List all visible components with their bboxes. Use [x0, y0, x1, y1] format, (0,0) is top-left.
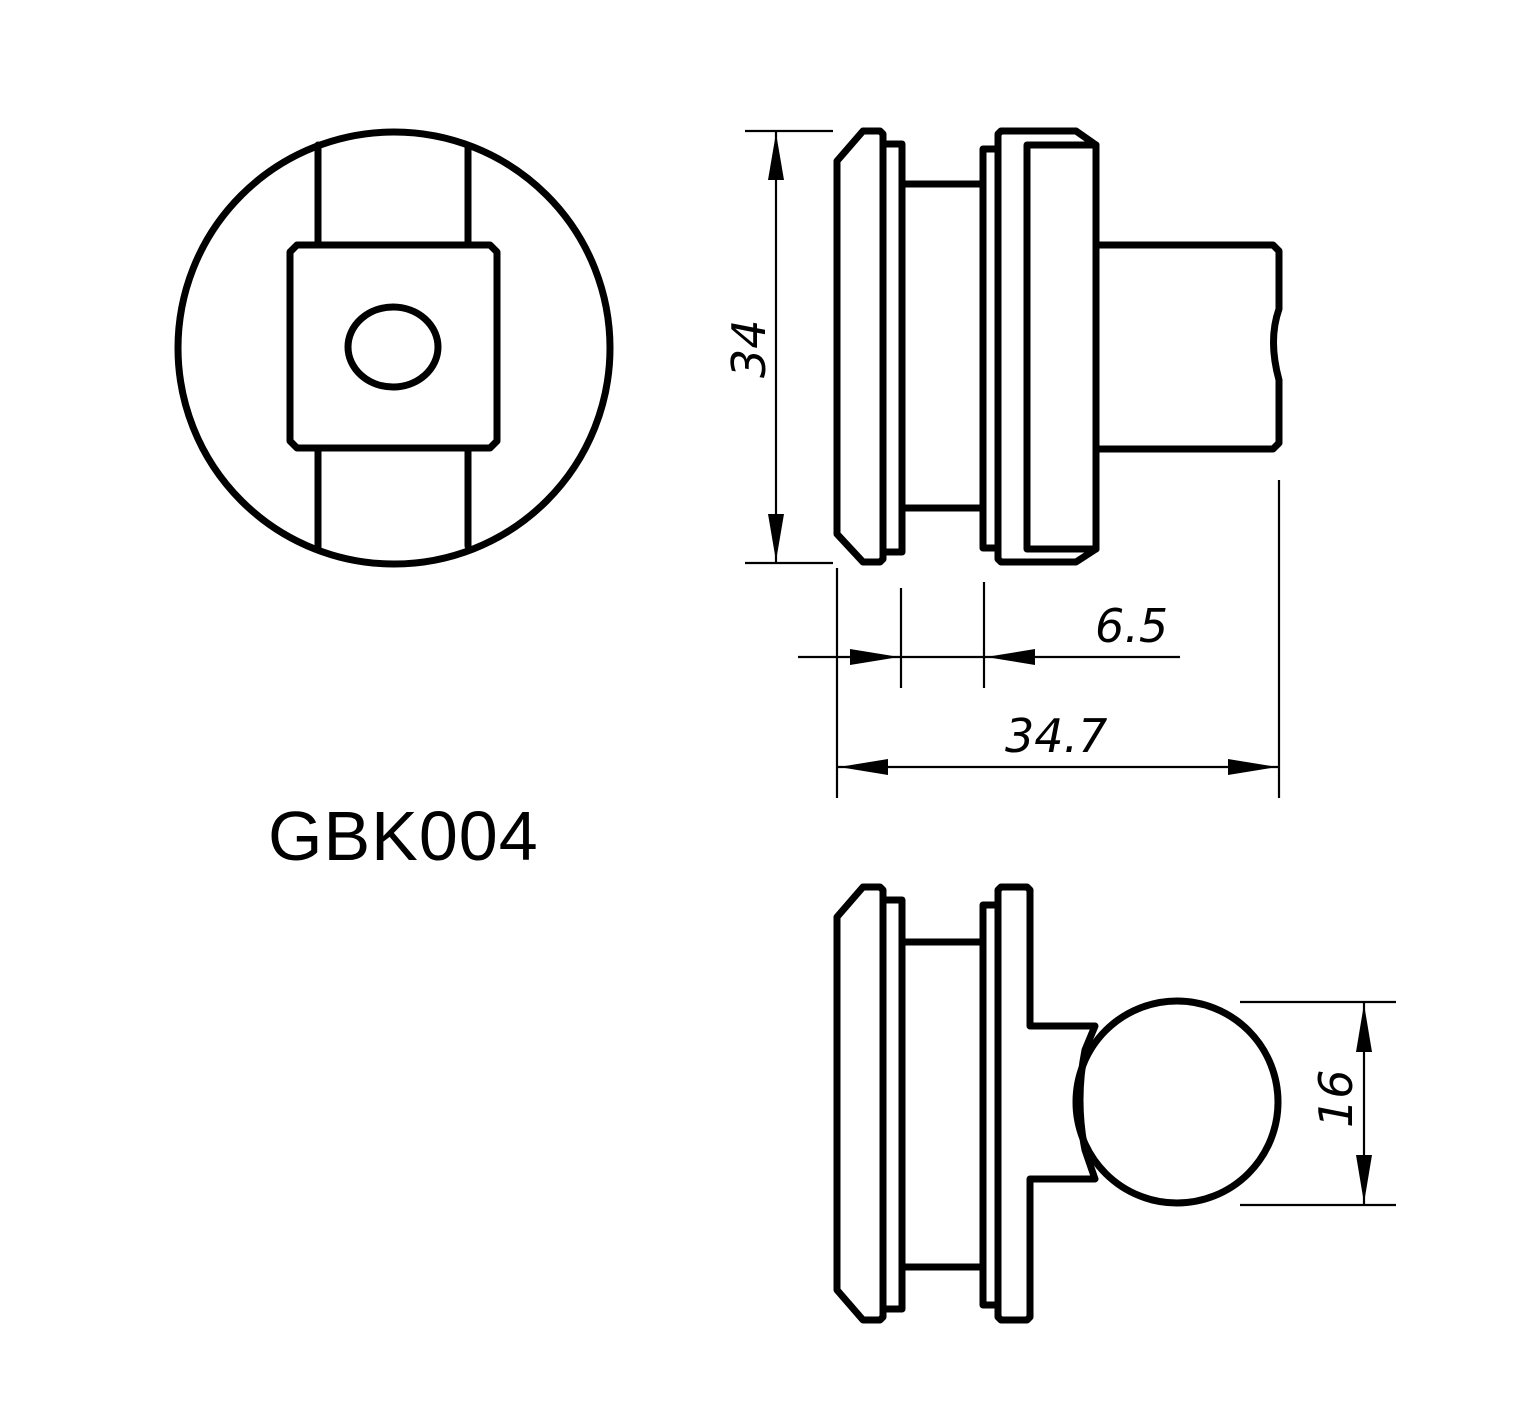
round-rod: [1072, 997, 1282, 1207]
square-plate: [286, 241, 501, 452]
side-view-bottom: [833, 883, 1282, 1324]
square-shaft: [1092, 241, 1283, 453]
inner-ring: [979, 145, 1002, 552]
dimension-gap: 6.5: [798, 568, 1180, 798]
front-view: [174, 128, 614, 568]
dimension-rod-diameter: 16: [1240, 1000, 1396, 1207]
cover-ring: [879, 896, 906, 1313]
cover-disc: [833, 883, 887, 1324]
center-hole: [344, 303, 442, 391]
dim-diameter-label: 16: [1309, 1069, 1363, 1128]
base-inner-rect: [1023, 141, 1100, 553]
cover-ring: [879, 140, 906, 556]
dim-length-label: 34.7: [1005, 709, 1107, 763]
dimension-overall-length: 34.7: [837, 480, 1281, 798]
base-disc: [994, 127, 1100, 566]
cover-disc: [833, 127, 887, 566]
base-disc-with-neck: [994, 883, 1099, 1324]
dim-gap-label: 6.5: [1095, 599, 1168, 653]
part-code-label: GBK004: [268, 797, 539, 875]
dimension-height: 34: [722, 129, 833, 565]
outer-circle: [174, 128, 614, 568]
inner-ring: [979, 901, 1002, 1309]
dim-height-label: 34: [722, 319, 776, 378]
side-view-top: [833, 127, 1283, 566]
